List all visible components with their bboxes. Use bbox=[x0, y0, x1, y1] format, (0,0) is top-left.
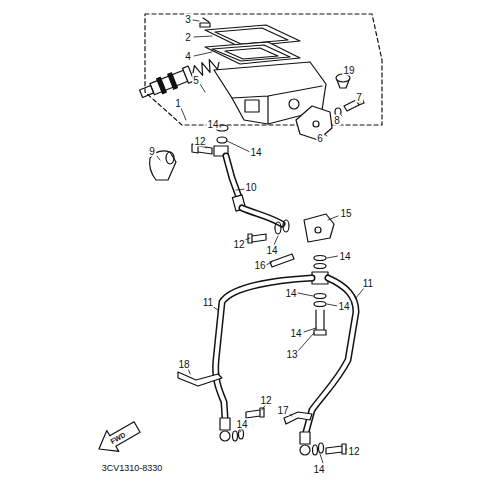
callout-number: 19 bbox=[342, 65, 355, 76]
callout-number: 5 bbox=[192, 75, 200, 86]
callout-number: 14 bbox=[337, 301, 350, 312]
callout-number: 14 bbox=[206, 119, 219, 130]
callout-number: 12 bbox=[347, 446, 360, 457]
callout-number: 9 bbox=[148, 146, 156, 157]
callout-number: 18 bbox=[177, 359, 190, 370]
callout-number: 1 bbox=[174, 98, 182, 109]
callout-number: 8 bbox=[333, 115, 341, 126]
callout-number: 12 bbox=[232, 239, 245, 250]
callout-number: 3 bbox=[184, 14, 192, 25]
callout-number: 17 bbox=[276, 405, 289, 416]
callout-number: 14 bbox=[235, 419, 248, 430]
callout-number: 12 bbox=[193, 136, 206, 147]
callout-number: 11 bbox=[202, 297, 214, 308]
callout-number: 14 bbox=[338, 251, 351, 262]
callout-number: 4 bbox=[184, 51, 192, 62]
callout-number: 14 bbox=[312, 464, 325, 475]
callout-number: 14 bbox=[265, 245, 278, 256]
callout-number: 16 bbox=[253, 260, 266, 271]
callout-number: 7 bbox=[355, 92, 363, 103]
callout-number: 14 bbox=[289, 328, 302, 339]
callout-number: 14 bbox=[249, 147, 262, 158]
callout-number: 12 bbox=[259, 395, 272, 406]
part-code: 3CV1310-8330 bbox=[101, 463, 164, 474]
callout-number: 6 bbox=[316, 133, 324, 144]
callout-number: 2 bbox=[184, 32, 192, 43]
callout-number: 14 bbox=[284, 288, 297, 299]
callout-number: 15 bbox=[339, 208, 352, 219]
callout-number: 10 bbox=[244, 182, 257, 193]
callout-number: 13 bbox=[285, 349, 298, 360]
callout-number: 11 bbox=[362, 278, 374, 289]
